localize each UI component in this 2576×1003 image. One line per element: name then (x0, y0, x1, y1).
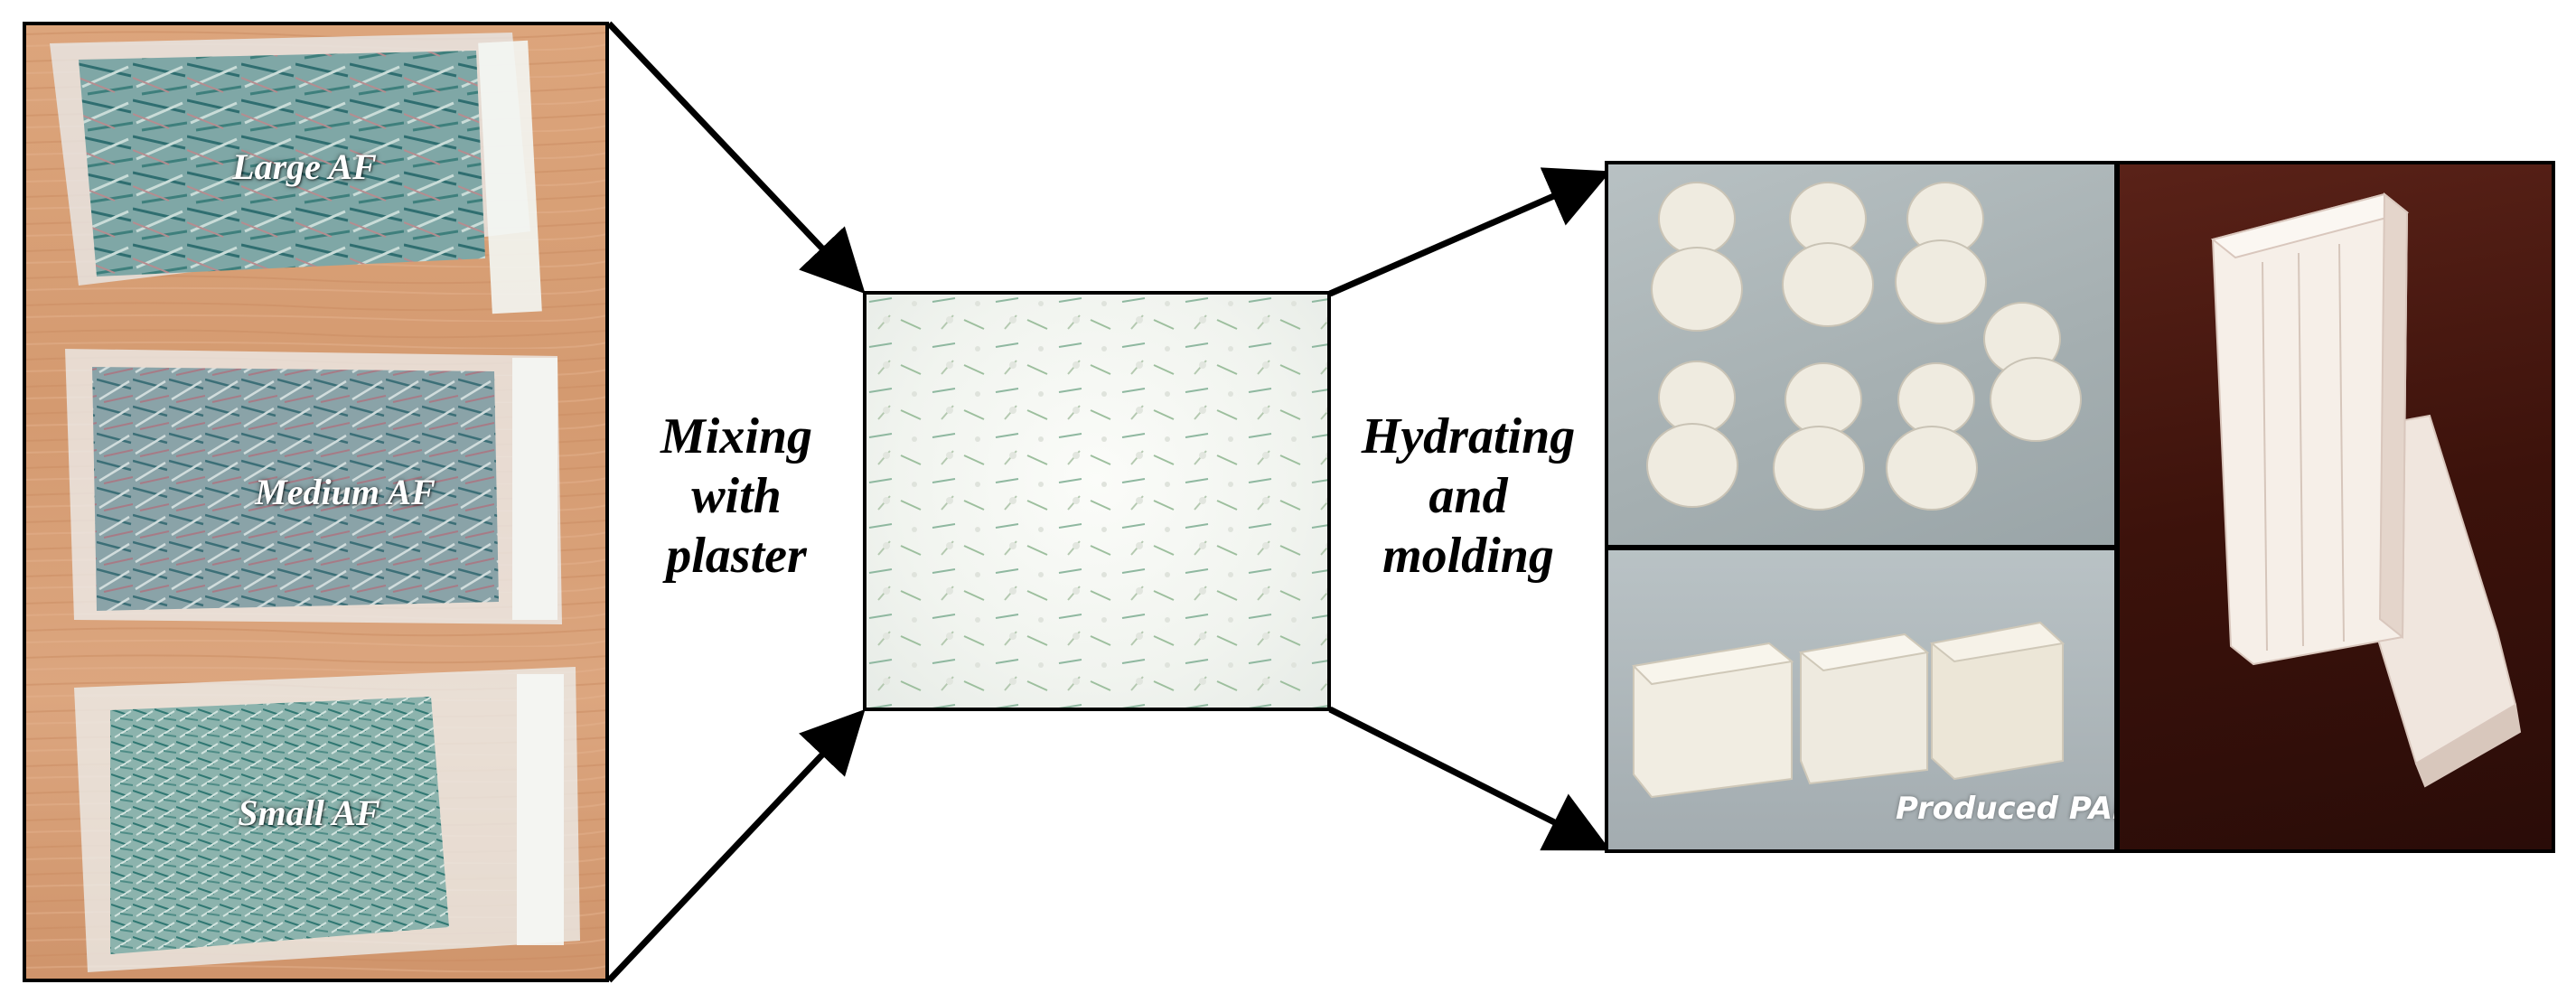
cylinder-samples-photo (1606, 163, 2116, 547)
plaster-texture (865, 293, 1329, 709)
large-af-label: Large AF (232, 146, 377, 187)
hydrating-step-label: Hydrating and molding (1337, 407, 1599, 586)
mixing-line-2: with (691, 468, 782, 525)
hydrating-line-2: and (1429, 468, 1508, 525)
arrow-bags-bottom-to-mix (606, 708, 866, 983)
cylinder-samples-illustration (1646, 182, 2082, 511)
small-fiber-bag (74, 667, 580, 972)
prism-samples-illustration (2210, 192, 2522, 788)
cube-samples-photo: Produced PAF samples (1606, 548, 2116, 851)
fiber-bags-photo: Large AF Medium AF Small AF (24, 23, 607, 980)
fiber-bags-illustration (24, 23, 607, 980)
plaster-mix-photo (865, 293, 1329, 709)
mixing-line-1: Mixing (660, 408, 813, 464)
arrow-mix-to-bottom-samples (1328, 706, 1611, 851)
mixing-line-3: plaster (666, 528, 807, 585)
medium-af-label: Medium AF (255, 472, 436, 512)
arrow-mix-to-top-samples (1328, 167, 1611, 297)
medium-fiber-bag (65, 349, 562, 624)
large-fiber-bag (50, 33, 542, 314)
produced-samples-caption: Produced PAF samples (1896, 791, 2116, 827)
arrow-bags-top-to-mix (606, 21, 866, 295)
hydrating-line-3: molding (1382, 528, 1554, 585)
prism-samples-photo (2118, 163, 2553, 851)
hydrating-line-1: Hydrating (1361, 408, 1576, 464)
cube-samples-illustration (1631, 621, 2065, 799)
small-af-label: Small AF (238, 792, 380, 833)
mixing-step-label: Mixing with plaster (632, 407, 840, 586)
